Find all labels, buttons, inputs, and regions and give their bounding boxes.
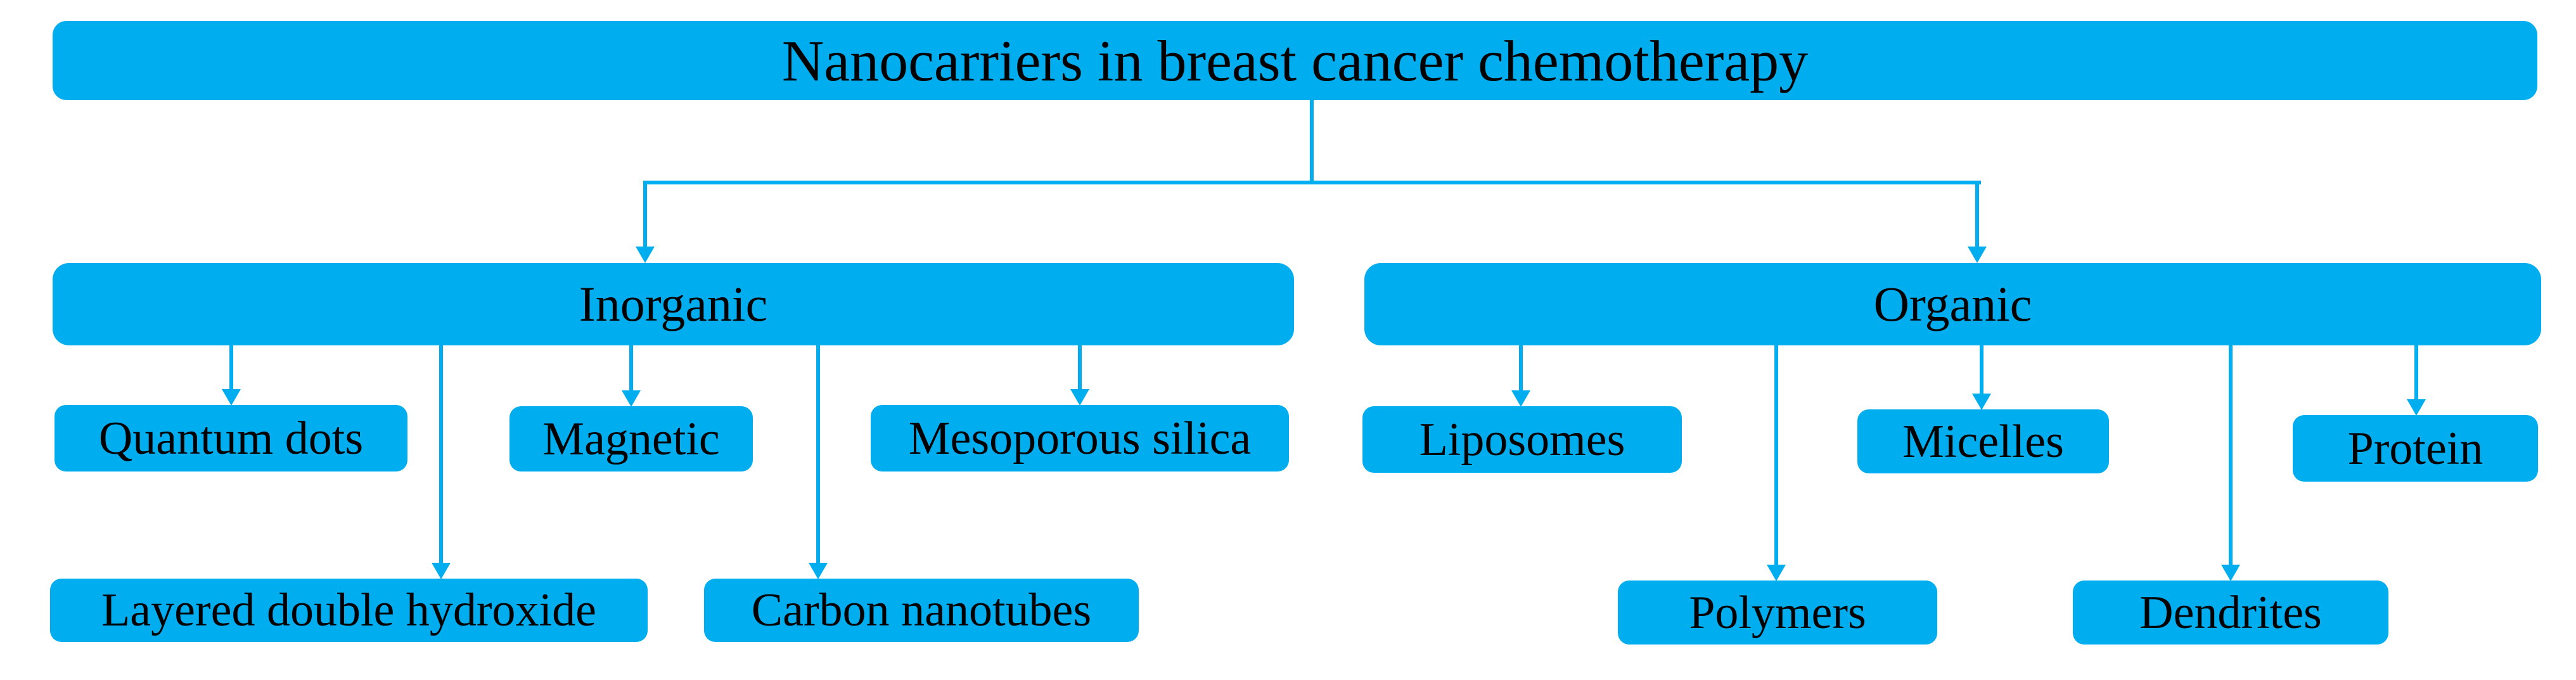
leaf-node-magnetic: Magnetic [509,406,753,472]
leaf-node-dendrites: Dendrites [2073,581,2388,645]
connector-to-organic-line [1975,181,1979,248]
branch-node-inorganic: Inorganic [53,263,1294,345]
arrowhead-to-inorganic [636,247,655,263]
branch-node-organic: Organic [1364,263,2541,345]
arrowhead-to-protein [2407,399,2426,416]
connector-to-micelles-line [1980,345,1983,394]
leaf-node-protein: Protein [2293,415,2538,482]
arrowhead-to-organic [1968,247,1987,263]
leaf-node-liposomes: Liposomes [1362,406,1682,473]
connector-to-quantum-dots-line [229,345,233,390]
connector-to-liposomes-line [1519,345,1523,391]
connector-to-dendrites-line [2229,345,2233,565]
arrowhead-to-polymers [1767,565,1786,581]
leaf-node-mesoporous-silica: Mesoporous silica [871,405,1289,472]
root-node-title: Nanocarriers in breast cancer chemothera… [53,21,2537,100]
connector-to-protein-line [2414,345,2418,400]
leaf-node-layered-double-hydroxide: Layered double hydroxide [50,579,648,642]
connector-to-magnetic-line [629,345,633,391]
arrowhead-to-micelles [1972,394,1991,410]
leaf-node-polymers: Polymers [1618,581,1937,645]
connector-to-layered-double-hydroxide-line [439,345,443,563]
leaf-node-quantum-dots: Quantum dots [54,405,407,472]
connector-to-polymers-line [1774,345,1778,565]
leaf-node-micelles: Micelles [1857,409,2109,473]
connector-to-carbon-nanotubes-line [816,345,820,563]
arrowhead-to-magnetic [622,390,641,407]
connector-to-mesoporous-silica-line [1078,345,1082,390]
arrowhead-to-carbon-nanotubes [809,563,828,579]
arrowhead-to-quantum-dots [222,389,241,406]
arrowhead-to-dendrites [2221,565,2240,581]
connector-title-stem [1310,100,1314,183]
connector-to-inorganic-line [643,181,647,248]
arrowhead-to-layered-double-hydroxide [432,563,451,579]
arrowhead-to-mesoporous-silica [1070,389,1089,406]
arrowhead-to-liposomes [1511,390,1530,407]
leaf-node-carbon-nanotubes: Carbon nanotubes [704,579,1139,642]
connector-branch-bus [643,181,1981,184]
